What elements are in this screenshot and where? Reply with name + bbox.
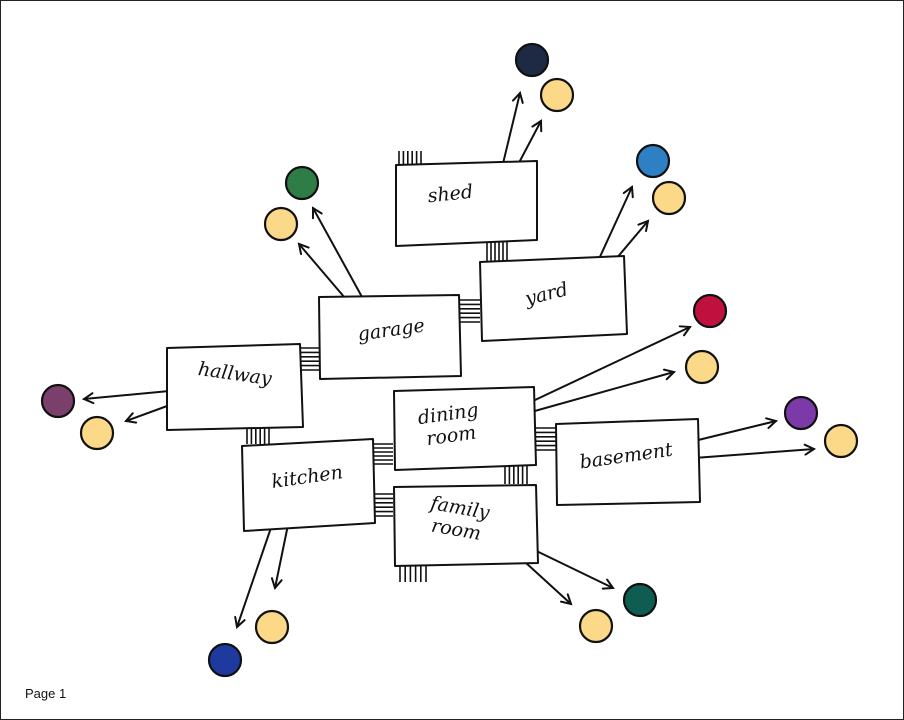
pale-dot: [79, 415, 115, 451]
room-box: [318, 294, 462, 380]
room-box: [479, 255, 628, 342]
room-connectors: [246, 151, 556, 582]
pale-dot: [254, 609, 290, 645]
pale-dot: [651, 180, 687, 216]
room-box: [166, 343, 304, 431]
pale-dot: [823, 423, 859, 459]
room-hallway: hallway: [166, 343, 304, 431]
arrow: [313, 208, 368, 307]
room-label: diningroom: [416, 399, 482, 451]
room-box: [555, 418, 701, 506]
hallway-dot: [40, 383, 76, 419]
room-basement: basement: [555, 418, 701, 506]
room-label-line: shed: [427, 181, 474, 208]
room-family-room: familyroom: [393, 484, 539, 567]
arrow: [275, 519, 290, 588]
room-label: shed: [427, 181, 474, 208]
arrow: [523, 372, 674, 415]
yard-dot: [635, 143, 671, 179]
room-dining-room: diningroom: [393, 386, 537, 471]
kitchen-dot: [207, 642, 243, 678]
room-kitchen: kitchen: [241, 438, 376, 532]
pale-dot: [539, 77, 575, 113]
connector: [504, 466, 528, 484]
family-room-dot: [622, 582, 658, 618]
arrow: [84, 389, 181, 399]
room-shed: shed: [395, 160, 538, 247]
page-number: Page 1: [25, 686, 67, 701]
basement-dot: [783, 395, 819, 431]
room-box: [393, 386, 537, 471]
dots: [40, 42, 859, 678]
room-box: [393, 484, 539, 567]
pale-dot: [684, 349, 720, 385]
pale-dot: [578, 608, 614, 644]
connector: [373, 443, 393, 465]
connector: [486, 241, 508, 261]
connector: [399, 566, 427, 582]
arrow: [517, 327, 690, 409]
shed-dot: [514, 42, 550, 78]
connector: [301, 347, 319, 371]
room-box: [241, 438, 376, 532]
arrow: [237, 515, 276, 627]
connector: [536, 427, 556, 451]
arrows: [84, 93, 814, 627]
room-garage: garage: [318, 294, 462, 380]
dining-room-dot: [692, 293, 728, 329]
garage-dot: [284, 165, 320, 201]
arrow: [693, 449, 814, 459]
room-box: [395, 160, 538, 247]
connector: [398, 151, 422, 165]
connector: [246, 428, 270, 444]
connector: [460, 299, 480, 323]
room-yard: yard: [479, 255, 628, 342]
arrow: [299, 244, 346, 299]
pale-dot: [263, 206, 299, 242]
arrow: [689, 421, 776, 443]
connector: [373, 493, 393, 517]
